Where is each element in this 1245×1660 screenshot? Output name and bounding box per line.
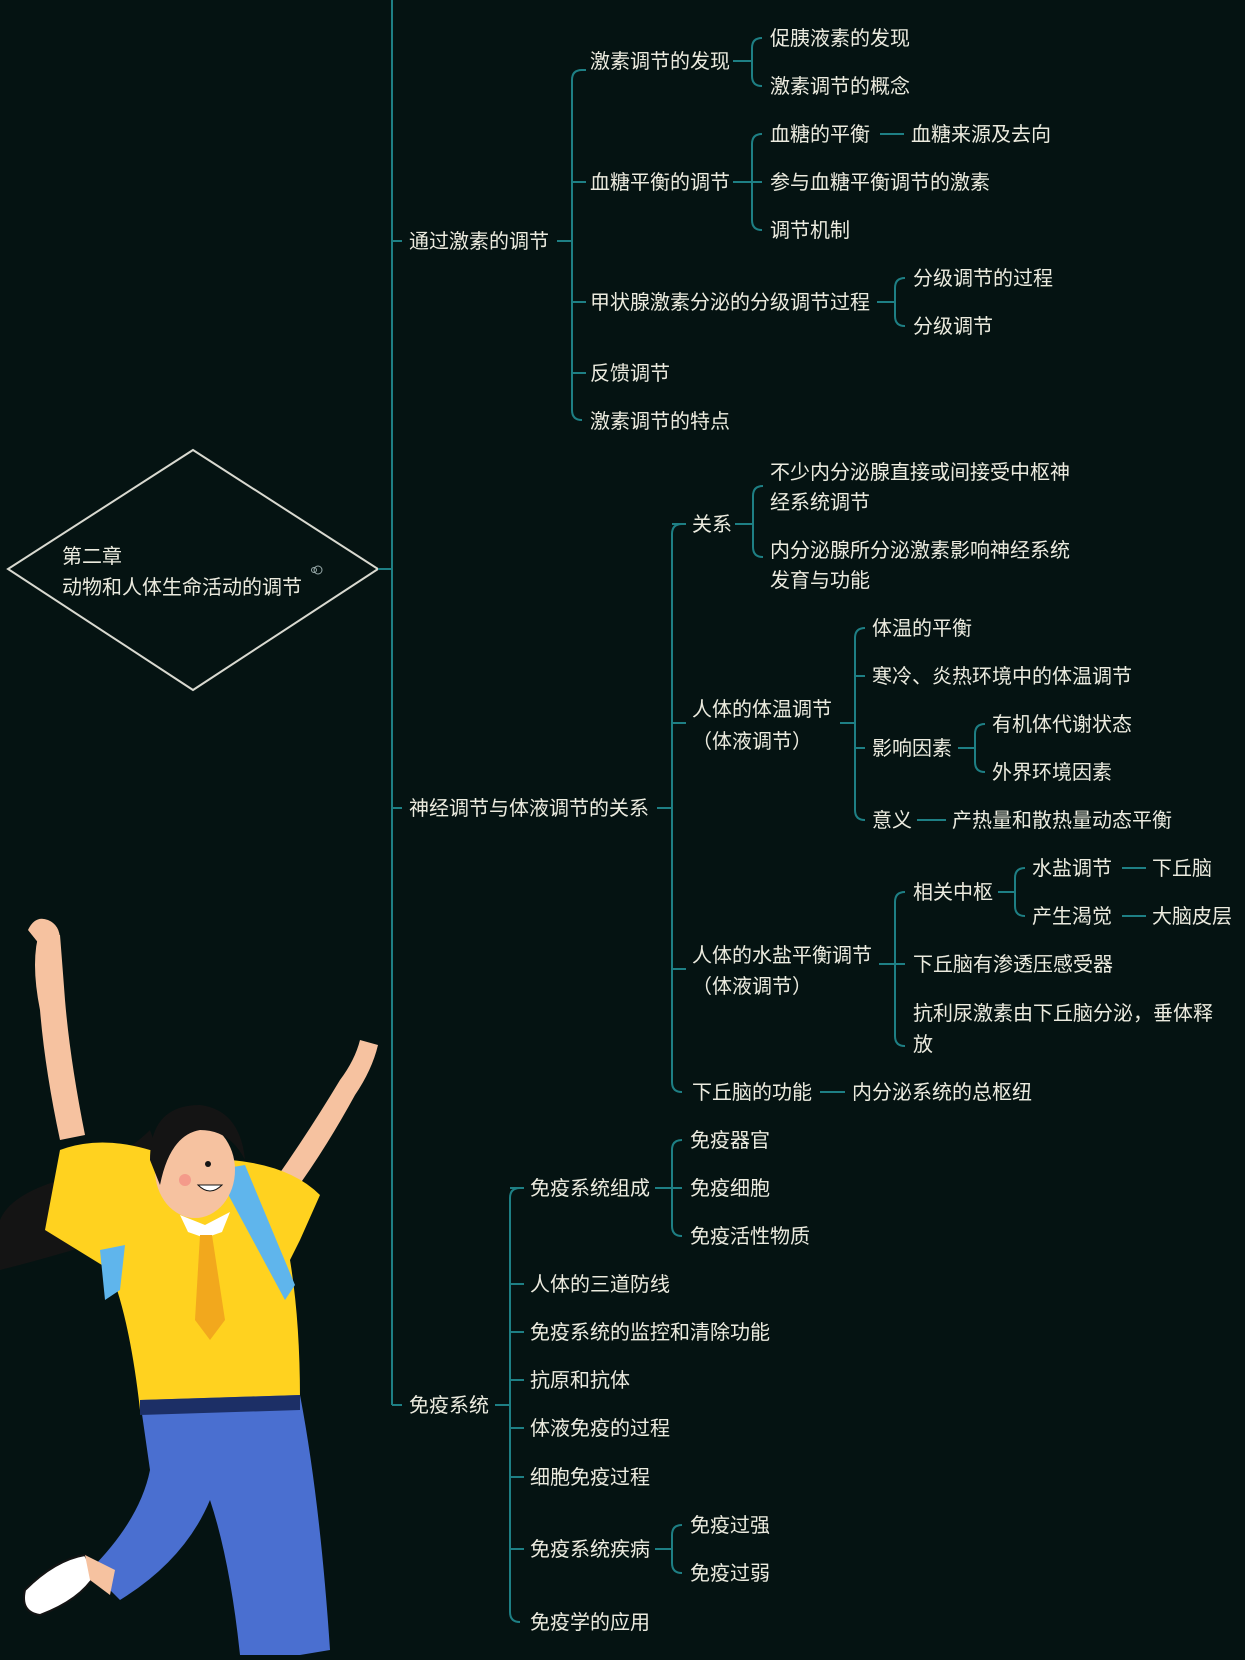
node-external-factors[interactable]: 外界环境因素 [992,760,1112,784]
node-blood-sugar-balance[interactable]: 血糖的平衡 [770,122,870,146]
node-water-salt-sub: （体液调节） [692,974,812,998]
node-secretin-discovery[interactable]: 促胰液素的发现 [770,26,910,50]
node-relation-line2-cont: 发育与功能 [770,568,870,592]
node-thyroid-graded-regulation[interactable]: 甲状腺激素分泌的分级调节过程 [590,290,870,314]
connectors [378,0,1146,1623]
node-hypothalamus-function[interactable]: 下丘脑的功能 [692,1080,812,1104]
node-blood-sugar-hormones[interactable]: 参与血糖平衡调节的激素 [770,170,990,194]
node-endocrine-hub[interactable]: 内分泌系统的总枢纽 [852,1080,1032,1104]
node-hormone-discovery[interactable]: 激素调节的发现 [590,49,730,73]
node-three-lines-defense[interactable]: 人体的三道防线 [530,1272,670,1296]
node-immune-composition[interactable]: 免疫系统组成 [530,1176,650,1200]
node-antigen-antibody[interactable]: 抗原和抗体 [530,1368,630,1392]
node-hypothalamus[interactable]: 下丘脑 [1152,856,1212,880]
node-temp-env[interactable]: 寒冷、炎热环境中的体温调节 [872,664,1132,688]
node-metabolic-state[interactable]: 有机体代谢状态 [992,712,1132,736]
jumping-girl-illustration [0,918,378,1655]
node-heat-balance[interactable]: 产热量和散热量动态平衡 [952,808,1172,832]
node-immune-organs[interactable]: 免疫器官 [690,1128,770,1152]
root-title-line2: 动物和人体生命活动的调节 [62,575,302,599]
node-body-temp-sub: （体液调节） [692,729,812,753]
node-influencing-factors[interactable]: 影响因素 [872,736,952,760]
node-temp-balance[interactable]: 体温的平衡 [872,616,972,640]
node-blood-sugar-regulation[interactable]: 血糖平衡的调节 [590,170,730,194]
node-graded-regulation[interactable]: 分级调节 [913,314,993,338]
node-body-temp[interactable]: 人体的体温调节 [692,697,832,721]
node-relation-line1-cont: 经系统调节 [770,490,870,514]
node-cellular-immunity[interactable]: 细胞免疫过程 [530,1465,650,1489]
node-immune-diseases[interactable]: 免疫系统疾病 [530,1537,650,1561]
node-monitor-clear[interactable]: 免疫系统的监控和清除功能 [530,1320,770,1344]
node-humoral-immunity[interactable]: 体液免疫的过程 [530,1416,670,1440]
node-water-salt-reg[interactable]: 水盐调节 [1032,856,1112,880]
node-immunology-application[interactable]: 免疫学的应用 [530,1610,650,1634]
node-thirst[interactable]: 产生渴觉 [1032,904,1112,928]
node-cerebral-cortex[interactable]: 大脑皮层 [1152,904,1232,928]
node-significance[interactable]: 意义 [872,808,912,832]
node-relation-line2[interactable]: 内分泌腺所分泌激素影响神经系统 [770,538,1070,562]
node-adh-cont: 放 [913,1032,933,1056]
node-feedback-regulation[interactable]: 反馈调节 [590,361,670,385]
root-title-line1: 第二章 [62,544,122,568]
node-relation[interactable]: 关系 [692,512,732,536]
branch-nerve-humoral-relation[interactable]: 神经调节与体液调节的关系 [409,796,649,820]
node-hypo-immunity[interactable]: 免疫过弱 [690,1561,770,1585]
node-osmoreceptor[interactable]: 下丘脑有渗透压感受器 [913,952,1113,976]
branch-immune-system[interactable]: 免疫系统 [409,1393,489,1417]
node-hormone-concept[interactable]: 激素调节的概念 [770,74,910,98]
node-immune-cells[interactable]: 免疫细胞 [690,1176,770,1200]
node-regulation-mechanism[interactable]: 调节机制 [770,218,850,242]
node-hormone-features[interactable]: 激素调节的特点 [590,409,730,433]
branch-hormone-regulation[interactable]: 通过激素的调节 [409,229,549,253]
node-adh[interactable]: 抗利尿激素由下丘脑分泌，垂体释 [913,1001,1213,1025]
node-graded-process[interactable]: 分级调节的过程 [913,266,1053,290]
collapse-indicator-icon[interactable] [311,565,323,575]
node-water-salt[interactable]: 人体的水盐平衡调节 [692,943,872,967]
node-immune-active-substances[interactable]: 免疫活性物质 [690,1224,810,1248]
node-related-centers[interactable]: 相关中枢 [913,880,993,904]
node-relation-line1[interactable]: 不少内分泌腺直接或间接受中枢神 [770,460,1070,484]
node-hyper-immunity[interactable]: 免疫过强 [690,1513,770,1537]
node-blood-sugar-source[interactable]: 血糖来源及去向 [911,122,1051,146]
root-diamond [6,448,380,692]
